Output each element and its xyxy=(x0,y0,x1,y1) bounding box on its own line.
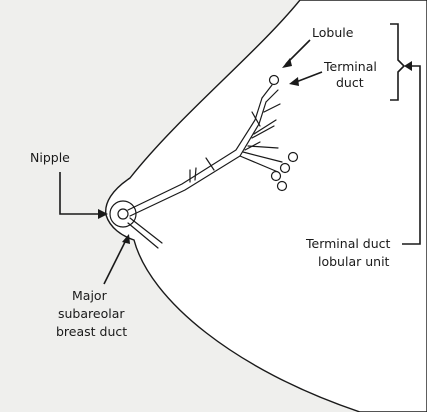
tdlu-label-2: lobular unit xyxy=(318,254,389,269)
nipple-arrow xyxy=(60,172,100,214)
major-duct-arrow xyxy=(104,240,126,284)
major-duct-label-3: breast duct xyxy=(56,324,127,339)
terminal-duct-label-2: duct xyxy=(336,75,364,90)
major-duct-label-1: Major xyxy=(72,288,107,303)
breast-outline xyxy=(106,0,427,412)
major-duct-label-2: subareolar xyxy=(58,306,125,321)
lobule-label: Lobule xyxy=(312,25,353,40)
tdlu-label-1: Terminal duct xyxy=(306,236,390,251)
terminal-duct-label-1: Terminal xyxy=(324,59,377,74)
nipple-label: Nipple xyxy=(30,150,70,165)
